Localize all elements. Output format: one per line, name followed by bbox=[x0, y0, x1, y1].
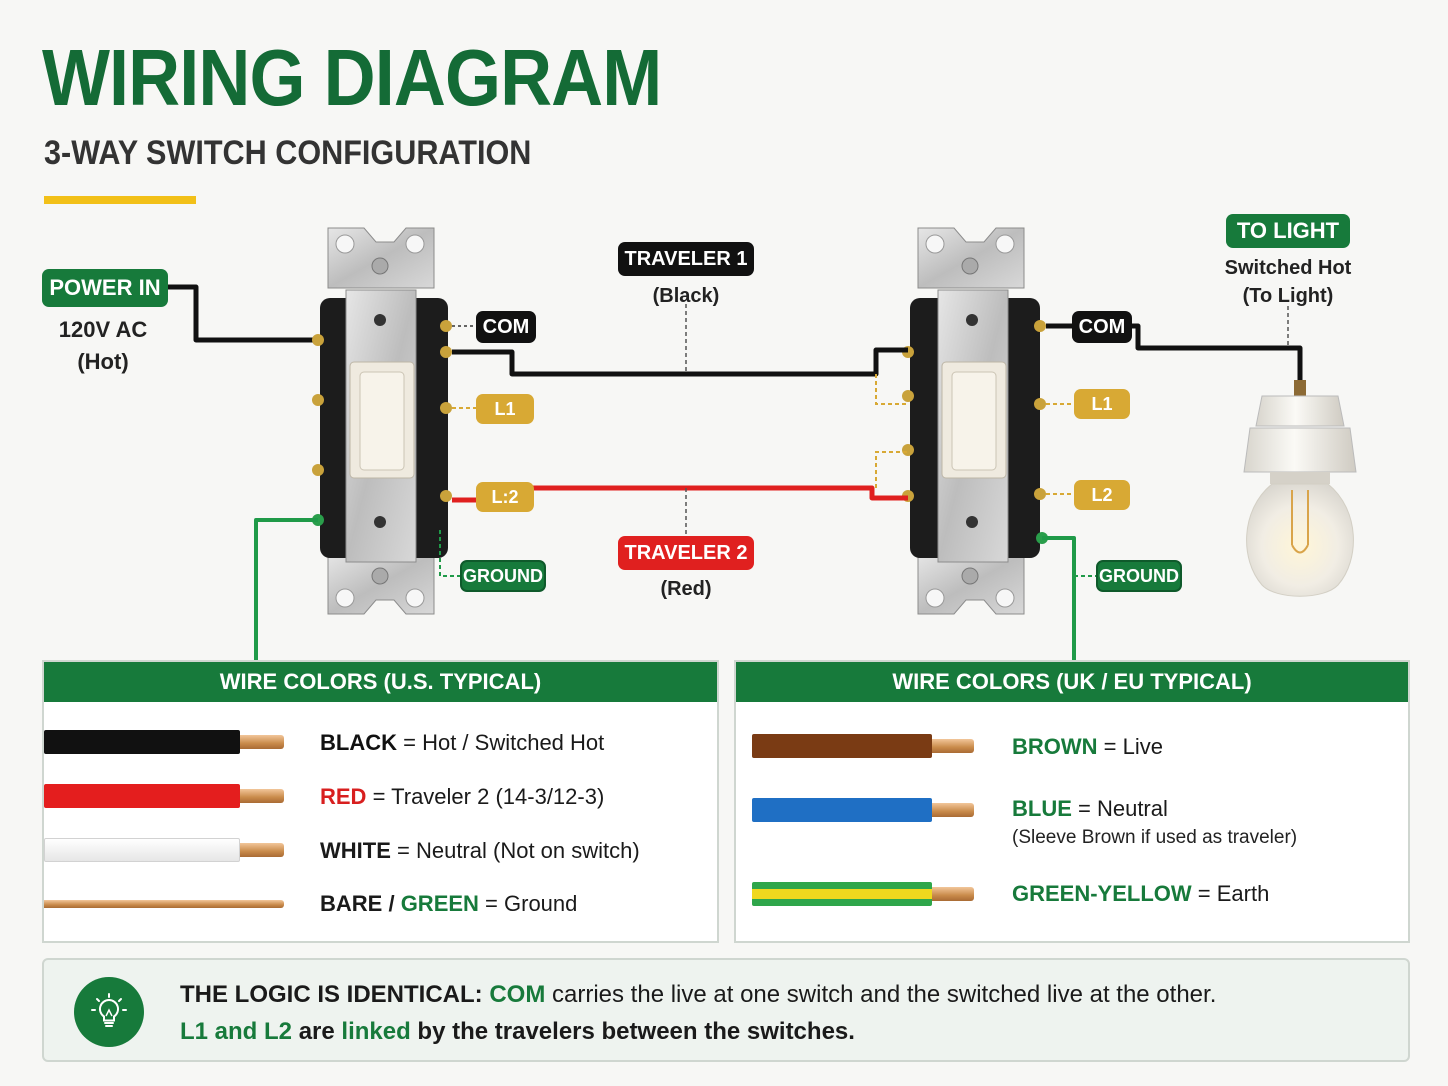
us-black-wire-swatch bbox=[44, 730, 284, 754]
us-black-name: BLACK bbox=[320, 730, 397, 755]
logic-com: COM bbox=[489, 981, 546, 1008]
us-red-label: RED = Traveler 2 (14-3/12-3) bbox=[320, 784, 604, 810]
eu-brown-label: BROWN = Live bbox=[1012, 734, 1163, 760]
us-red-desc: = Traveler 2 (14-3/12-3) bbox=[366, 784, 605, 809]
us-black-desc: = Hot / Switched Hot bbox=[397, 730, 605, 755]
right-ground-wire bbox=[1042, 536, 1076, 660]
light-bulb bbox=[1243, 380, 1357, 597]
eu-earth-desc: = Earth bbox=[1191, 881, 1270, 906]
right-ground-tag: GROUND bbox=[1096, 560, 1182, 592]
left-switch bbox=[312, 227, 452, 615]
to-light-tag: TO LIGHT bbox=[1226, 214, 1350, 248]
logic-l1-l2: L1 and L2 bbox=[180, 1018, 293, 1046]
us-white-wire-swatch bbox=[44, 838, 284, 862]
us-red-wire-swatch bbox=[44, 784, 284, 808]
logic-are: are bbox=[292, 1018, 342, 1046]
left-com-tag: COM bbox=[476, 311, 536, 343]
eu-green-yellow-wire-swatch bbox=[752, 882, 974, 906]
to-light-note: Switched Hot (To Light) bbox=[1212, 254, 1364, 310]
page-title: WIRING DIAGRAM bbox=[42, 33, 662, 122]
right-com-tag: COM bbox=[1072, 311, 1132, 343]
us-bare-name: BARE / bbox=[320, 891, 401, 916]
eu-wire-colors-panel: WIRE COLORS (UK / EU TYPICAL) BROWN = Li… bbox=[734, 660, 1410, 943]
traveler-1-color: (Black) bbox=[652, 285, 720, 307]
power-in-tag: POWER IN bbox=[42, 269, 168, 307]
traveler-1-tag: TRAVELER 1 bbox=[618, 242, 754, 276]
right-l1-tag: L1 bbox=[1074, 389, 1130, 419]
left-l2-tag: L:2 bbox=[476, 482, 534, 512]
eu-panel-title: WIRE COLORS (UK / EU TYPICAL) bbox=[736, 662, 1408, 702]
eu-green-yellow-name: GREEN-YELLOW bbox=[1012, 881, 1192, 906]
power-in-wire bbox=[168, 284, 320, 343]
left-ground-tag: GROUND bbox=[460, 560, 546, 592]
power-in-voltage: 120V AC bbox=[58, 317, 148, 342]
logic-text: THE LOGIC IS IDENTICAL: COM carries the … bbox=[180, 976, 1216, 1050]
us-ground-label: BARE / GREEN = Ground bbox=[320, 891, 577, 917]
right-l2-tag: L2 bbox=[1074, 480, 1130, 510]
us-white-name: WHITE bbox=[320, 838, 391, 863]
us-white-desc: = Neutral (Not on switch) bbox=[390, 838, 640, 863]
eu-blue-label: BLUE = Neutral bbox=[1012, 796, 1168, 822]
to-light-sub: (To Light) bbox=[1242, 285, 1334, 307]
eu-blue-wire-swatch bbox=[752, 798, 974, 822]
us-wire-colors-panel: WIRE COLORS (U.S. TYPICAL) BLACK = Hot /… bbox=[42, 660, 719, 943]
logic-line-1: THE LOGIC IS IDENTICAL: COM carries the … bbox=[180, 976, 1216, 1013]
eu-brown-desc: = Live bbox=[1097, 734, 1163, 759]
logic-com-desc: carries the live at one switch and the s… bbox=[545, 981, 1217, 1008]
us-ground-desc: = Ground bbox=[478, 891, 578, 916]
traveler-2-color: (Red) bbox=[660, 578, 712, 600]
us-green-name: GREEN bbox=[400, 891, 479, 916]
logic-travelers: by the travelers between the switches. bbox=[410, 1018, 855, 1046]
eu-brown-name: BROWN bbox=[1012, 734, 1098, 759]
eu-blue-name: BLUE bbox=[1012, 796, 1072, 821]
lightbulb-icon bbox=[74, 977, 144, 1047]
traveler-1-wire bbox=[452, 347, 908, 377]
power-in-hot: (Hot) bbox=[77, 348, 129, 374]
left-ground-wire bbox=[254, 518, 318, 660]
us-black-label: BLACK = Hot / Switched Hot bbox=[320, 730, 604, 756]
left-l1-tag: L1 bbox=[476, 394, 534, 424]
wiring-diagram bbox=[168, 227, 1357, 660]
us-panel-title: WIRE COLORS (U.S. TYPICAL) bbox=[44, 662, 717, 702]
logic-line-2: L1 and L2 are linked by the travelers be… bbox=[180, 1013, 1216, 1050]
to-light-switched-hot: Switched Hot bbox=[1224, 257, 1352, 279]
logic-callout: THE LOGIC IS IDENTICAL: COM carries the … bbox=[42, 958, 1410, 1062]
eu-blue-desc: = Neutral bbox=[1071, 796, 1168, 821]
eu-brown-wire-swatch bbox=[752, 734, 974, 758]
us-white-label: WHITE = Neutral (Not on switch) bbox=[320, 838, 640, 864]
logic-linked: linked bbox=[341, 1018, 411, 1046]
right-switch bbox=[902, 227, 1048, 615]
accent-bar bbox=[44, 196, 196, 204]
traveler-2-tag: TRAVELER 2 bbox=[618, 536, 754, 570]
eu-green-yellow-label: GREEN-YELLOW = Earth bbox=[1012, 881, 1269, 907]
logic-heading: THE LOGIC IS IDENTICAL: bbox=[180, 981, 490, 1008]
us-red-name: RED bbox=[320, 784, 367, 809]
power-in-note: 120V AC (Hot) bbox=[40, 314, 166, 378]
us-bare-wire-swatch bbox=[44, 892, 284, 916]
page-subtitle: 3-WAY SWITCH CONFIGURATION bbox=[44, 134, 532, 172]
eu-blue-note: (Sleeve Brown if used as traveler) bbox=[1012, 827, 1298, 848]
